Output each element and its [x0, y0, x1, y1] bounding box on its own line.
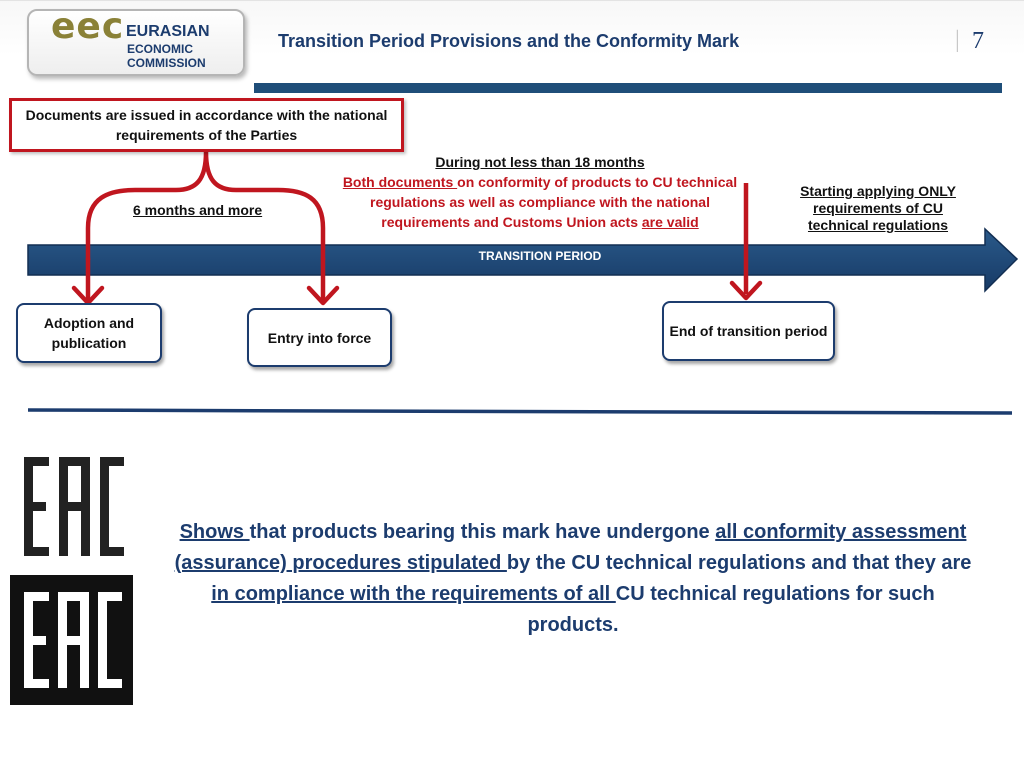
adoption-publication-text: Adoption and publication: [43, 315, 135, 351]
entry-into-force-text: Entry into force: [267, 329, 372, 346]
desc-text-3: CU technical regulations for such produc…: [527, 583, 935, 636]
documents-issued-text: Documents are issued in accordance with …: [25, 107, 388, 143]
only-cu-requirements-label: Starting applying ONLY requirements of C…: [800, 183, 956, 233]
header-top-rule: [0, 0, 1024, 1]
eac-mark-icon: [24, 457, 124, 556]
page-number: 7: [972, 28, 984, 54]
brace-connector: [85, 151, 326, 260]
desc-shows: Shows: [179, 521, 250, 543]
adoption-publication-box: Adoption and publication: [16, 303, 162, 363]
entry-arrow-head: [306, 285, 340, 306]
desc-in-compliance: in compliance with the requirements of a…: [211, 583, 616, 605]
logo-text-commission: COMMISSION: [127, 56, 206, 70]
page-number-separator: |: [955, 27, 960, 53]
during-body: on conformity of products to CU technica…: [370, 174, 738, 230]
section-divider: [27, 408, 1013, 415]
end-of-transition-box: End of transition period: [662, 301, 835, 361]
slide-title: Transition Period Provisions and the Con…: [278, 31, 740, 51]
desc-all-procedures: all conformity assessment (assurance) pr…: [174, 521, 967, 574]
eac-mark-inverse: [10, 575, 133, 705]
six-months-label: 6 months and more: [133, 202, 263, 218]
documents-issued-box: Documents are issued in accordance with …: [9, 98, 404, 152]
eec-logo[interactable]: eec EURASIAN ECONOMIC COMMISSION: [27, 6, 245, 76]
during-are-valid: are valid: [641, 214, 699, 230]
entry-into-force-box: Entry into force: [247, 308, 392, 367]
end-of-transition-text: End of transition period: [669, 323, 828, 339]
conformity-mark-description: Shows that products bearing this mark ha…: [168, 517, 978, 641]
desc-text-1: that products bearing this mark have und…: [249, 521, 716, 543]
eac-mark-inverse-icon: [24, 592, 122, 688]
transition-period-label: TRANSITION PERIOD: [478, 249, 602, 263]
transition-period-arrow: [27, 227, 1019, 293]
during-heading: During not less than 18 months: [435, 154, 645, 170]
logo-text-eurasian: EURASIAN: [126, 23, 210, 40]
transition-validity-note: During not less than 18 months Both docu…: [336, 152, 744, 232]
desc-text-2: by the CU technical regulations and that…: [506, 552, 972, 574]
during-both-documents: Both documents: [342, 174, 458, 190]
title-underline-bar: [254, 83, 1002, 93]
logo-mark: eec: [51, 6, 125, 47]
end-arrow-head: [729, 280, 763, 301]
logo-text-economic: ECONOMIC: [127, 42, 193, 56]
